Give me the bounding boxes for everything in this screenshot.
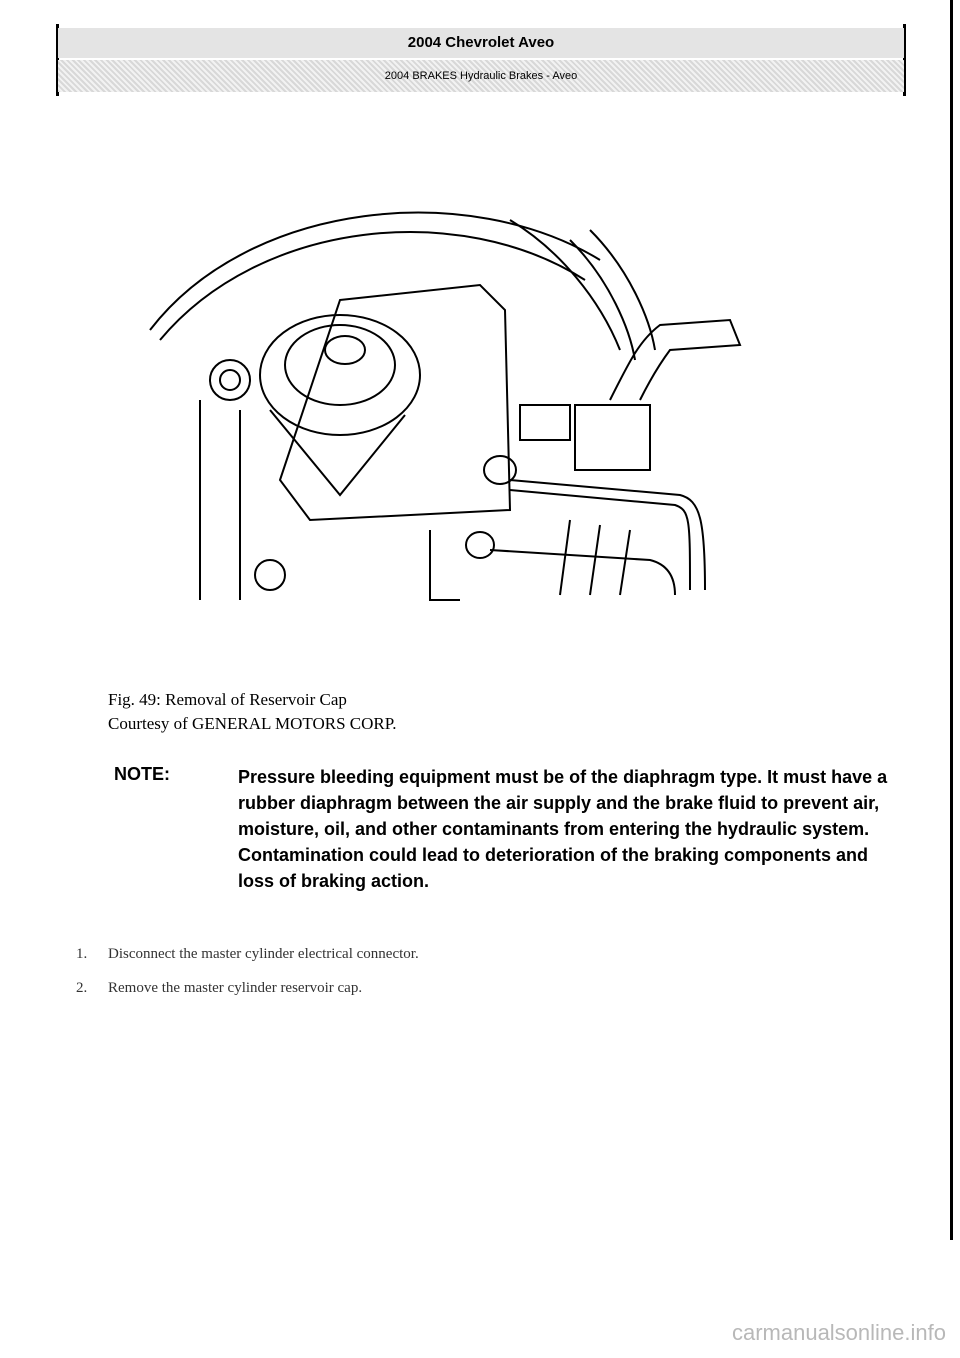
document-title: 2004 Chevrolet Aveo	[58, 28, 904, 58]
document-header: 2004 Chevrolet Aveo 2004 BRAKES Hydrauli…	[58, 28, 904, 94]
reservoir-cap-illustration	[149, 211, 742, 601]
figure-caption: Fig. 49: Removal of Reservoir Cap	[108, 690, 347, 709]
step-item: 2. Remove the master cylinder reservoir c…	[76, 980, 362, 997]
page-border-right	[903, 24, 906, 96]
page-edge-right	[950, 0, 953, 1240]
watermark: carmanualsonline.info	[731, 1320, 946, 1345]
note-label: NOTE:	[114, 764, 170, 784]
step-text: Remove the master cylinder reservoir cap…	[108, 980, 363, 996]
page-border-left	[56, 24, 59, 96]
document-subtitle: 2004 BRAKES Hydraulic Brakes - Aveo	[58, 60, 904, 92]
step-text: Disconnect the master cylinder electrica…	[108, 946, 419, 962]
step-number: 1.	[76, 946, 88, 962]
figure-credit: Courtesy of GENERAL MOTORS CORP.	[108, 714, 397, 733]
step-number: 2.	[76, 980, 88, 996]
note-text: Pressure bleeding equipment must be of t…	[238, 767, 888, 891]
step-item: 1. Disconnect the master cylinder electri…	[76, 946, 419, 963]
